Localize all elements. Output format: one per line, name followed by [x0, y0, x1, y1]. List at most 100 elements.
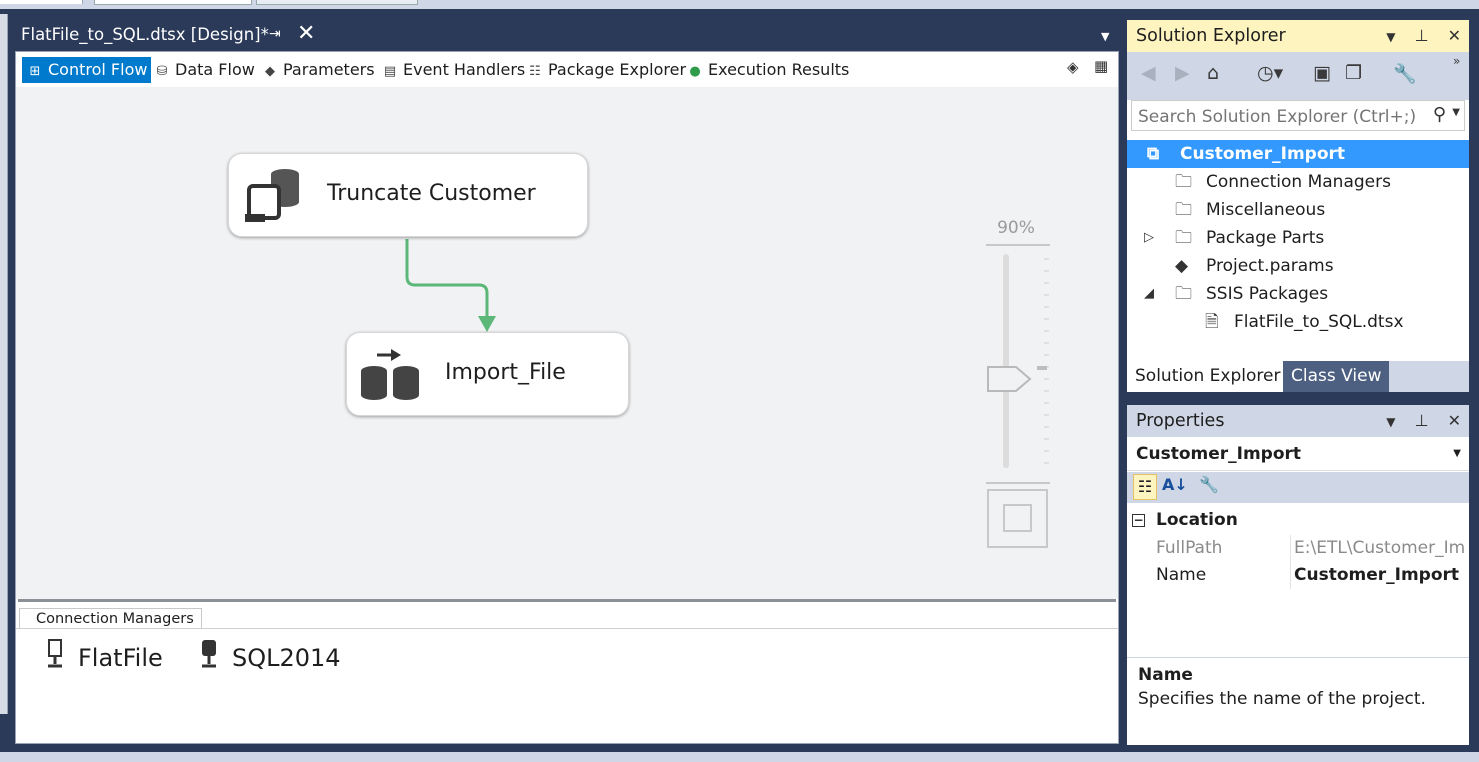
top-tab-2[interactable] [94, 0, 252, 5]
collapse-all-icon[interactable]: ▣ [1313, 62, 1331, 84]
status-bar [0, 752, 1479, 762]
close-icon[interactable]: ✕ [1447, 26, 1461, 45]
tree-node-label: Package Parts [1206, 228, 1325, 248]
tree-node-package-parts[interactable]: ▷ 🗀 Package Parts [1127, 224, 1469, 252]
solution-explorer-search[interactable]: ⚲ ▼ [1131, 100, 1465, 132]
zoom-thumb [987, 366, 1032, 392]
chevron-down-icon[interactable]: ▼ [1453, 448, 1461, 459]
forward-icon[interactable]: ▶ [1175, 62, 1190, 84]
document-list-dropdown-icon[interactable]: ▼ [1101, 30, 1110, 43]
tree-node-label: Miscellaneous [1206, 200, 1326, 220]
canvas-splitter[interactable] [18, 599, 1116, 602]
top-tab-1[interactable] [0, 0, 83, 4]
document-tab-title[interactable]: FlatFile_to_SQL.dtsx [Design]* [21, 25, 269, 44]
pin-icon[interactable]: ⊥ [1414, 26, 1429, 45]
connection-manager-flatfile[interactable]: FlatFile [44, 638, 163, 672]
tab-solution-explorer[interactable]: Solution Explorer [1127, 361, 1289, 392]
execution-results-icon: ● [689, 64, 701, 79]
home-icon[interactable]: ⌂ [1207, 62, 1220, 84]
tree-node-flatfile-to-sql[interactable]: 🗎 FlatFile_to_SQL.dtsx [1127, 308, 1469, 336]
flat-file-connection-icon [44, 638, 68, 672]
solution-tree: ⧉ Customer_Import 🗀 Connection Managers … [1127, 136, 1469, 361]
toolbar-overflow-icon[interactable]: » [1453, 54, 1461, 68]
task-truncate-customer[interactable]: Truncate Customer [228, 153, 588, 237]
property-row-fullpath[interactable]: FullPath E:\ETL\Customer_Impo [1127, 535, 1469, 562]
parameters-icon: ◆ [265, 64, 275, 79]
toolbox-icon[interactable]: ▦ [1094, 57, 1109, 75]
collapse-icon[interactable]: − [1132, 513, 1145, 527]
close-icon[interactable]: ✕ [1447, 411, 1461, 430]
property-pages-icon[interactable]: 🔧 [1199, 475, 1219, 494]
category-location[interactable]: − Location [1127, 507, 1469, 534]
pending-changes-filter-icon[interactable]: ◷▾ [1257, 62, 1284, 84]
search-icon[interactable]: ⚲ [1432, 104, 1446, 125]
ole-db-connection-icon [198, 638, 222, 672]
property-row-name[interactable]: Name Customer_Import [1127, 562, 1469, 589]
tab-event-handlers[interactable]: ▤Event Handlers [377, 57, 529, 83]
precedence-arrowhead [478, 316, 496, 332]
tab-class-view[interactable]: Class View [1283, 361, 1390, 392]
data-flow-task-icon [361, 349, 419, 400]
categorized-icon[interactable]: ☷ [1133, 474, 1157, 500]
folder-icon: 🗀 [1175, 200, 1192, 220]
tree-node-connection-managers[interactable]: 🗀 Connection Managers [1127, 168, 1469, 196]
zoom-ticks [1044, 258, 1049, 464]
zoom-level-label: 90% [997, 218, 1035, 238]
show-all-files-icon[interactable]: ❐ [1345, 62, 1363, 84]
property-grid: − Location FullPath E:\ETL\Customer_Impo… [1127, 507, 1469, 657]
folder-icon: 🗀 [1175, 172, 1192, 192]
task-label: Import_File [445, 360, 566, 385]
tab-data-flow[interactable]: ⛁Data Flow [149, 57, 259, 83]
control-flow-canvas[interactable]: 90% Truncate Customer Impo [16, 87, 1118, 599]
tree-node-ssis-packages[interactable]: ◢ 🗀 SSIS Packages [1127, 280, 1469, 308]
top-tab-3[interactable] [256, 0, 418, 5]
search-options-dropdown-icon[interactable]: ▼ [1452, 107, 1460, 118]
tree-node-miscellaneous[interactable]: 🗀 Miscellaneous [1127, 196, 1469, 224]
control-flow-icon: ⊞ [29, 64, 41, 79]
tree-node-label: Customer_Import [1180, 144, 1346, 164]
properties-panel: Properties ▼ ⊥ ✕ Customer_Import ▼ ☷ A↓ … [1127, 405, 1469, 745]
alphabetical-icon[interactable]: A↓ [1162, 475, 1188, 494]
panel-title: Properties [1136, 411, 1225, 431]
property-key: Name [1156, 562, 1291, 589]
solution-explorer-title-bar: Solution Explorer ▼ ⊥ ✕ [1127, 20, 1469, 52]
expand-arrow-icon[interactable]: ▷ [1144, 230, 1154, 245]
tab-parameters[interactable]: ◆Parameters [257, 57, 379, 83]
top-tab-strip [0, 0, 1479, 9]
tab-execution-results[interactable]: ●Execution Results [682, 57, 853, 83]
window-position-dropdown-icon[interactable]: ▼ [1386, 30, 1396, 44]
package-designer: ⊞Control Flow ⛁Data Flow ◆Parameters ▤Ev… [15, 51, 1119, 744]
connection-managers-panel: Connection Managers FlatFile SQL2014 [16, 602, 1118, 743]
package-explorer-icon: ☷ [529, 64, 541, 79]
connection-manager-sql2014[interactable]: SQL2014 [198, 638, 341, 672]
solution-explorer-panel: Solution Explorer ▼ ⊥ ✕ ◀ ▶ ⌂ ◷▾ ▣ ❐ 🔧 »… [1127, 20, 1469, 392]
properties-wrench-icon[interactable]: 🔧 [1393, 63, 1417, 85]
tree-node-customer-import[interactable]: ⧉ Customer_Import [1127, 140, 1469, 168]
document-tab[interactable]: FlatFile_to_SQL.dtsx [Design]* ⇥ ✕ [15, 20, 321, 49]
variables-icon[interactable]: ◈ [1067, 58, 1079, 76]
folder-icon: 🗀 [1175, 228, 1192, 248]
tree-node-label: FlatFile_to_SQL.dtsx [1234, 312, 1404, 332]
tab-label: Data Flow [175, 60, 255, 79]
search-input[interactable] [1132, 101, 1430, 132]
connection-managers-tab[interactable]: Connection Managers [19, 608, 202, 628]
window-position-dropdown-icon[interactable]: ▼ [1386, 415, 1396, 429]
solution-explorer-toolbar: ◀ ▶ ⌂ ◷▾ ▣ ❐ 🔧 » [1127, 52, 1469, 100]
tree-node-project-params[interactable]: ◆ Project.params [1127, 252, 1469, 280]
description-text: Specifies the name of the project. [1138, 689, 1426, 709]
collapse-arrow-icon[interactable]: ◢ [1144, 286, 1154, 301]
properties-toolbar: ☷ A↓ 🔧 [1127, 472, 1469, 503]
pin-icon[interactable]: ⇥ [269, 26, 281, 42]
property-value[interactable]: E:\ETL\Customer_Impo [1294, 538, 1466, 558]
tab-control-flow[interactable]: ⊞Control Flow [22, 57, 152, 83]
task-import-file[interactable]: Import_File [346, 332, 629, 416]
property-value[interactable]: Customer_Import [1294, 565, 1460, 585]
panel-title: Solution Explorer [1136, 26, 1286, 46]
tab-package-explorer[interactable]: ☷Package Explorer [522, 57, 690, 83]
object-selector[interactable]: Customer_Import ▼ [1127, 437, 1469, 471]
description-splitter[interactable] [1127, 657, 1469, 658]
pin-icon[interactable]: ⊥ [1414, 411, 1429, 430]
close-icon[interactable]: ✕ [297, 21, 316, 46]
object-name: Customer_Import [1136, 444, 1302, 464]
back-icon[interactable]: ◀ [1141, 62, 1156, 84]
